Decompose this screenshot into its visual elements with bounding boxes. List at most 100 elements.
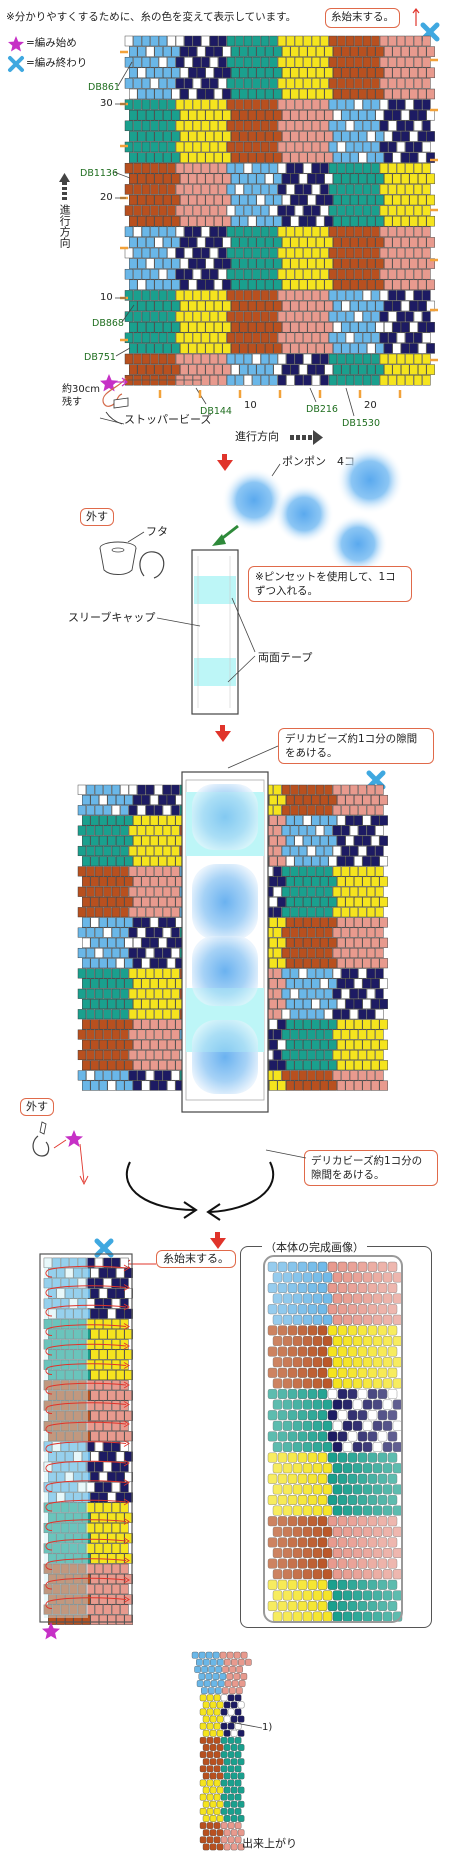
bead [286,311,295,322]
bead [94,1359,104,1370]
bead [287,1388,298,1399]
stitch-arrow [123,1284,130,1291]
bead [77,1257,87,1268]
bead [175,290,185,301]
bead [328,958,337,969]
bead [196,1658,203,1666]
bead [388,162,397,174]
bead [286,937,295,948]
bead [269,794,278,806]
bead [111,907,121,918]
bead [316,300,325,312]
bead [201,268,210,280]
bead [303,835,312,846]
bead [256,237,265,248]
bead [277,247,287,259]
bead [282,1590,293,1601]
bead [307,1537,318,1548]
bead [107,1369,116,1381]
bead [209,1829,217,1837]
lid-label: フタ [146,525,168,538]
bead [372,1505,383,1516]
bead [137,215,146,227]
bead [199,1793,207,1801]
bead [162,784,172,795]
bead [354,226,363,238]
bead [345,332,355,344]
bead [337,1039,346,1050]
bead [362,1019,371,1030]
bead [387,1304,398,1315]
bead [94,1482,104,1493]
bead [128,1070,138,1081]
bead [349,886,359,897]
pompom [222,468,286,532]
bead [396,311,406,322]
bead [120,805,129,816]
bead [120,1584,129,1595]
bead [375,152,384,163]
bead [141,162,151,174]
bead [248,300,257,312]
bead [94,968,104,979]
bead [234,1822,242,1829]
bead [322,1484,333,1495]
bead [377,1283,388,1294]
bead [371,78,380,89]
bead [269,268,278,280]
bead [133,896,142,908]
bead [354,353,363,365]
bead [141,917,150,928]
bead [94,805,104,816]
bead [237,1715,245,1723]
bead [146,194,155,206]
bead [281,907,291,918]
bead [239,194,248,206]
bead [230,1800,238,1808]
bead [352,1293,363,1304]
bead [303,815,312,826]
bead [366,947,376,959]
bead [69,1441,78,1452]
bead [162,1049,172,1061]
bead [337,1601,348,1612]
bead [222,215,231,227]
bead [372,1314,383,1325]
bead [388,353,397,365]
bead [141,835,150,846]
bead [333,279,342,291]
bead [116,1019,125,1030]
stitch-arrow [123,1440,130,1447]
bead [150,815,159,826]
bead [188,131,197,142]
bead [137,866,146,877]
bead [290,845,299,857]
bead [387,1537,398,1548]
bead [396,268,406,280]
bead [362,856,371,867]
bead [52,1441,61,1452]
bead [94,825,104,836]
bead [256,67,265,79]
bead [422,268,431,280]
bead [294,56,304,68]
bead [43,1298,53,1309]
bead [322,1611,333,1622]
bead [303,1080,312,1091]
bead [317,1346,328,1357]
bead [252,374,261,386]
bead [235,99,244,110]
bead [387,1473,398,1484]
bead [317,1410,328,1421]
bead [167,226,176,238]
bead [60,1339,70,1350]
bead [137,258,146,269]
bead [82,1267,91,1279]
bead [99,1573,108,1585]
bead [124,1369,133,1381]
bead [180,88,189,100]
bead [282,1420,293,1431]
bead [150,205,159,216]
bead [107,835,116,846]
bead [163,173,172,185]
